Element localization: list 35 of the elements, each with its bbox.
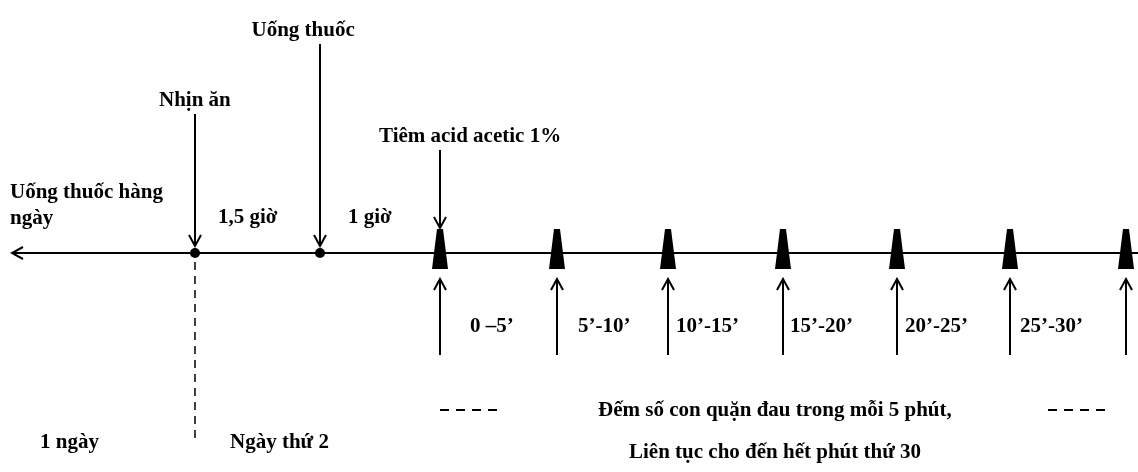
injection-marker bbox=[889, 229, 905, 269]
note-text: Đếm số con quặn đau trong mỗi 5 phút, bbox=[598, 396, 952, 422]
day-label: 1 ngày bbox=[40, 428, 99, 454]
injection-marker bbox=[775, 229, 791, 269]
event-label: Uống thuốc bbox=[251, 16, 355, 42]
note-text: Uống thuốc hàng ngày bbox=[10, 178, 164, 230]
arrow bbox=[1003, 278, 1017, 356]
event-label: Nhịn ăn bbox=[159, 86, 231, 112]
timeline-dot bbox=[314, 247, 326, 259]
day-label: Ngày thứ 2 bbox=[230, 428, 329, 454]
interval-label: 20’-25’ bbox=[905, 312, 968, 338]
arrow bbox=[313, 43, 327, 247]
arrow bbox=[550, 278, 564, 356]
arrow bbox=[1119, 278, 1133, 356]
arrow bbox=[433, 149, 447, 229]
interval-label: 25’-30’ bbox=[1020, 312, 1083, 338]
injection-marker bbox=[660, 229, 676, 269]
duration-label: 1,5 giờ bbox=[218, 203, 278, 229]
arrow bbox=[776, 278, 790, 356]
injection-marker bbox=[1002, 229, 1018, 269]
arrow bbox=[188, 113, 202, 247]
note-text: Liên tục cho đến hết phút thứ 30 bbox=[629, 438, 922, 464]
arrow bbox=[890, 278, 904, 356]
event-label: Tiêm acid acetic 1% bbox=[379, 122, 562, 148]
timeline-dot bbox=[189, 247, 201, 259]
arrow bbox=[661, 278, 675, 356]
injection-marker bbox=[1118, 229, 1134, 269]
arrow bbox=[433, 278, 447, 356]
interval-label: 0 –5’ bbox=[470, 312, 514, 338]
interval-label: 15’-20’ bbox=[790, 312, 853, 338]
duration-label: 1 giờ bbox=[348, 203, 392, 229]
injection-marker bbox=[549, 229, 565, 269]
injection-marker bbox=[432, 229, 448, 269]
interval-label: 5’-10’ bbox=[578, 312, 631, 338]
interval-label: 10’-15’ bbox=[676, 312, 739, 338]
